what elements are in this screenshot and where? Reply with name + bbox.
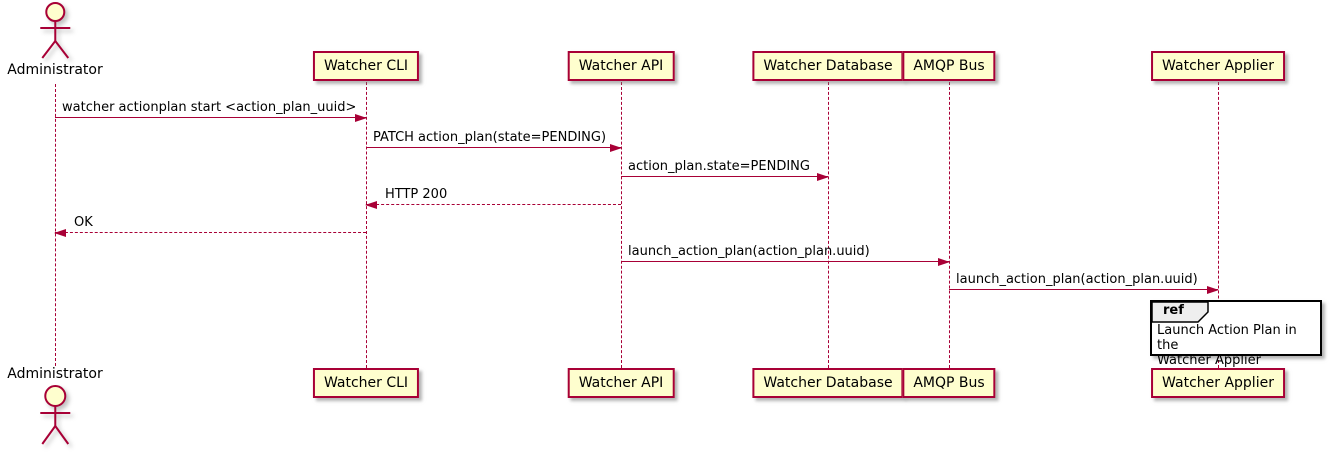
actor-name-label: Administrator [7,366,103,382]
message-http-200: HTTP 200 [365,187,621,209]
message-label: PATCH action_plan(state=PENDING) [373,130,607,145]
participant-watcher-cli-bottom: Watcher CLI [312,368,420,398]
participant-watcher-database-top: Watcher Database [752,51,904,81]
participant-watcher-api-bottom: Watcher API [567,368,675,398]
participant-watcher-applier-bottom: Watcher Applier [1151,368,1285,398]
message-patch-action-plan: PATCH action_plan(state=PENDING) [366,130,622,152]
message-label: launch_action_plan(action_plan.uuid) [628,244,870,259]
message-line [621,173,829,181]
message-launch-action-plan-amqp: launch_action_plan(action_plan.uuid) [621,244,950,266]
lifeline-watcher-database [828,82,829,368]
ref-keyword-label: ref [1163,303,1184,318]
ref-tab-pentagon-icon [1152,302,1209,323]
arrowhead-right-icon [938,258,950,266]
participant-watcher-cli-top: Watcher CLI [312,51,420,81]
lifeline-watcher-applier [1218,82,1219,368]
lifeline-watcher-api [621,82,622,368]
ref-tab: ref [1152,302,1210,323]
message-ok: OK [54,215,366,237]
participant-watcher-database-bottom: Watcher Database [752,368,904,398]
arrowhead-right-icon [817,173,829,181]
actor-administrator-bottom: Administrator [7,366,103,446]
actor-icon [40,385,70,445]
participant-amqp-bus-bottom: AMQP Bus [902,368,996,398]
message-line [54,229,366,237]
actor-administrator-top: Administrator [7,2,103,78]
actor-name-label: Administrator [7,62,103,78]
arrowhead-right-icon [355,114,367,122]
message-label: OK [74,215,93,230]
lifeline-watcher-cli [366,82,367,368]
arrowhead-right-icon [1207,286,1219,294]
message-line [621,258,950,266]
participant-amqp-bus-top: AMQP Bus [902,51,996,81]
message-label: HTTP 200 [385,187,448,202]
message-action-plan-state-pending: action_plan.state=PENDING [621,159,829,181]
arrowhead-left-icon [365,201,377,209]
message-line [55,114,367,122]
arrowhead-right-icon [610,144,622,152]
participant-watcher-api-top: Watcher API [567,51,675,81]
message-launch-action-plan-applier: launch_action_plan(action_plan.uuid) [949,272,1219,294]
message-label: launch_action_plan(action_plan.uuid) [956,272,1198,287]
ref-text: Launch Action Plan in the Watcher Applie… [1157,323,1297,368]
message-watcher-actionplan-start: watcher actionplan start <action_plan_uu… [55,100,367,122]
ref-fragment: ref Launch Action Plan in the Watcher Ap… [1150,300,1322,368]
participant-watcher-applier-top: Watcher Applier [1151,51,1285,81]
actor-icon [40,2,70,59]
message-line [949,286,1219,294]
message-label: watcher actionplan start <action_plan_uu… [62,100,357,115]
lifeline-amqp-bus [949,82,950,368]
message-line [366,144,622,152]
arrowhead-left-icon [54,229,66,237]
message-line [365,201,621,209]
lifeline-administrator [55,84,56,366]
message-label: action_plan.state=PENDING [628,159,810,174]
